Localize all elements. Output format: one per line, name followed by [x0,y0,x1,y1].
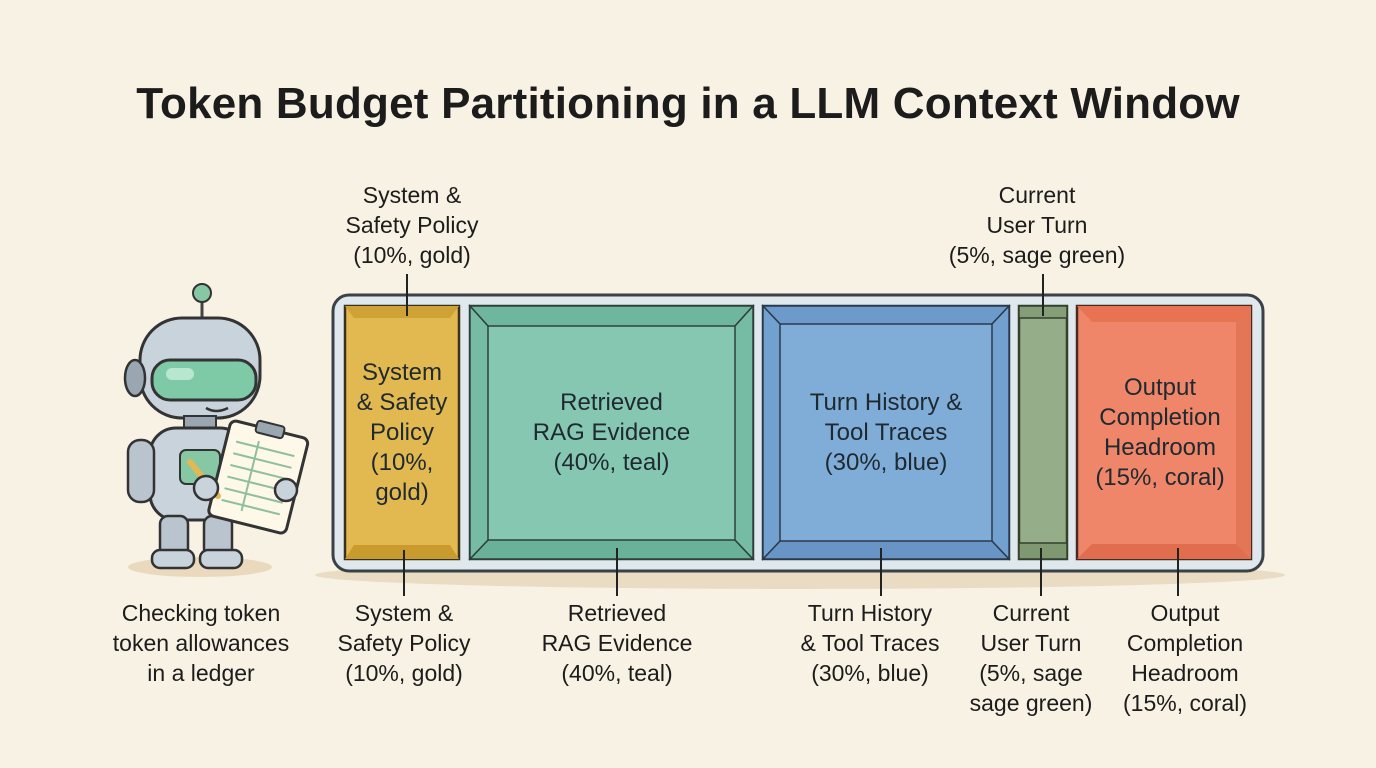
segment-rag-block [468,304,755,561]
segment-history-block [761,304,1011,561]
segment-system-label: System & Safety Policy (10%, gold) [356,358,448,506]
callout-bottom-output: Output Completion Headroom (15%, coral) [1123,600,1247,716]
callout-top-system: System & Safety Policy (10%, gold) [345,182,479,268]
callout-bottom-system: System & Safety Policy (10%, gold) [337,600,471,686]
callout-top-user: Current User Turn (5%, sage green) [948,182,1126,268]
segment-rag-label: Retrieved RAG Evidence (40%, teal) [532,389,691,476]
segment-output-label: Output Completion Headroom (15%, coral) [1095,374,1225,491]
page-title: Token Budget Partitioning in a LLM Conte… [136,79,1240,128]
callout-leaders [403,274,1179,596]
callout-bottom-history: Turn History & Tool Traces (30%, blue) [800,600,940,686]
segment-system-block [343,304,461,561]
callout-bottom-rag: Retrieved RAG Evidence (40%, teal) [541,600,693,686]
segment-output-block [1075,304,1253,561]
segment-history-label: Turn History & Tool Traces (30%, blue) [809,388,963,476]
robot-caption: Checking token token allowances in a led… [112,600,290,686]
callout-bottom-user: Current User Turn (5%, sage sage green) [969,600,1093,716]
robot-illustration [123,283,310,577]
segment-user-block [1017,304,1069,561]
